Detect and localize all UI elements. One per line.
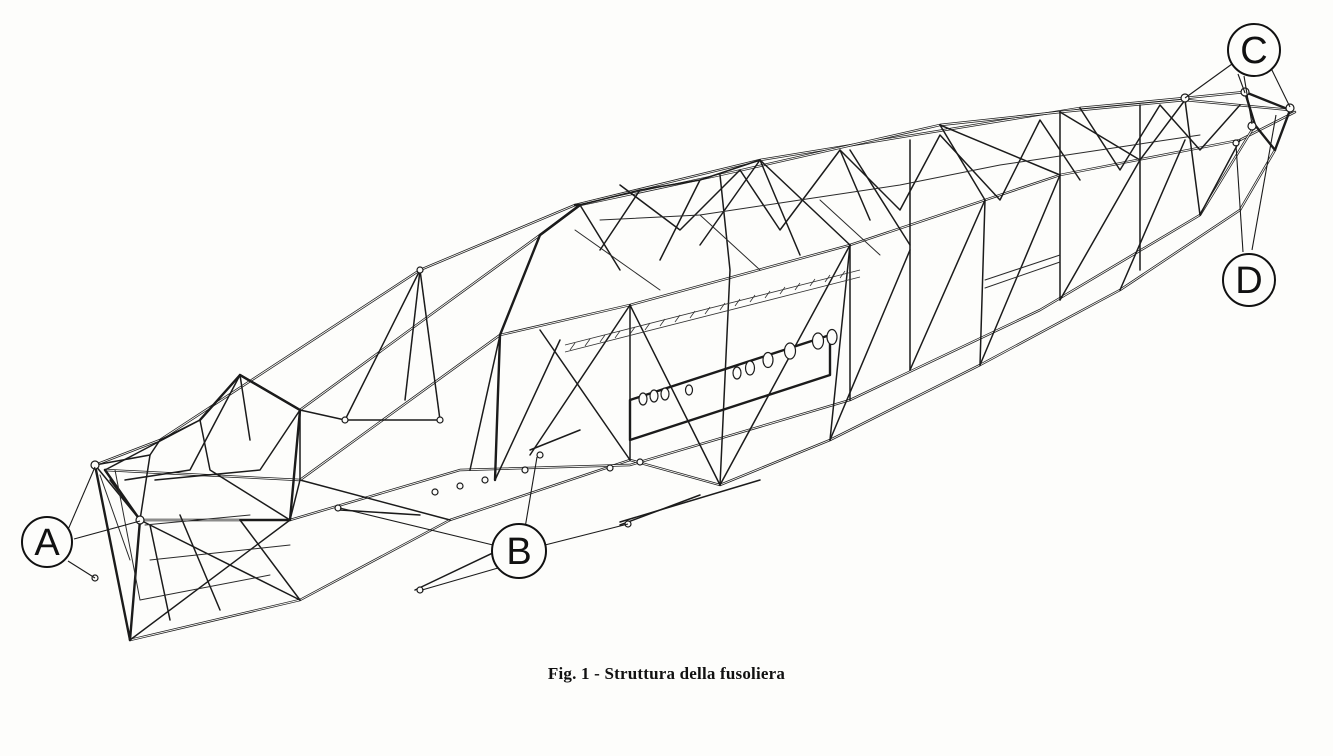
nose-section [94,374,301,601]
cabin-floor [339,254,1061,591]
callout-D-label: D [1235,260,1262,302]
callout-leaders [66,61,1291,591]
fuselage-longerons [93,90,1297,642]
top-bracing [574,99,1241,291]
lightening-holes [638,328,838,406]
callout-D: D [1222,253,1276,307]
side-bracing [94,139,1241,641]
page-number: O? [1330,719,1333,736]
callout-A-label: A [34,522,60,564]
figure-caption: Fig. 1 - Struttura della fusoliera [547,664,786,683]
callout-B-label: B [506,531,531,573]
callout-C-label: C [1240,30,1267,72]
callout-A: A [21,516,73,568]
fittings [90,87,1295,594]
callout-B: B [491,523,547,579]
cockpit-frames [198,99,1201,522]
callout-C: C [1227,23,1281,77]
